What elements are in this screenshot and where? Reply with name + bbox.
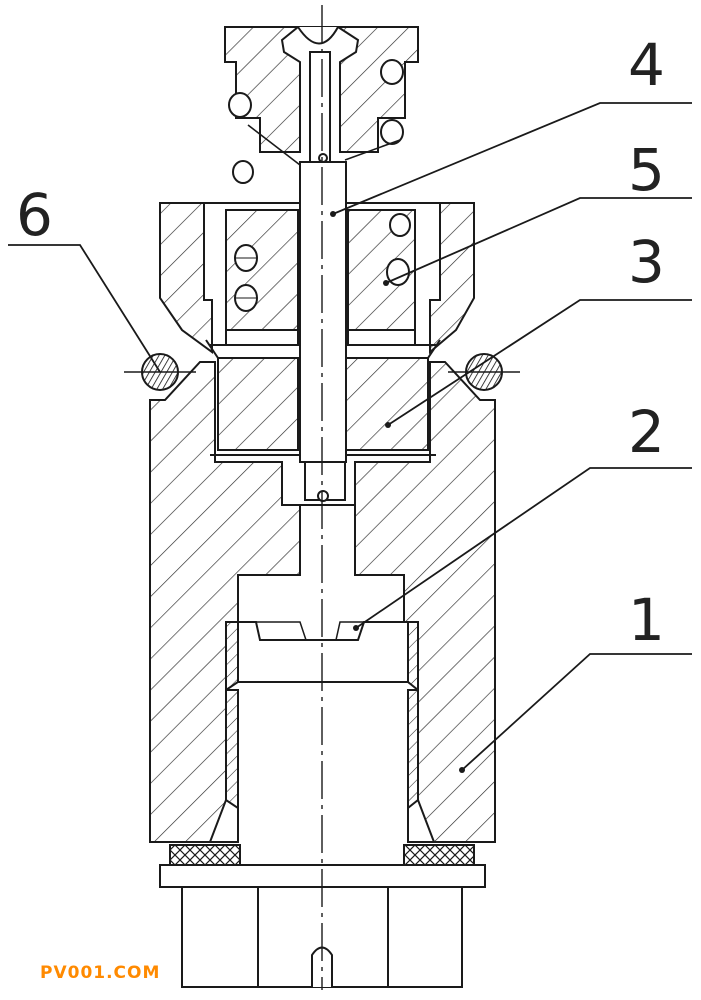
central-stem: [299, 51, 347, 502]
inner-chamber: [208, 621, 436, 843]
callout-5: 5: [628, 136, 665, 204]
stopper-block: [205, 339, 441, 456]
leader-3: [387, 299, 692, 426]
callout-4: 4: [628, 31, 665, 99]
housing-body: [149, 361, 496, 843]
leader-5: [385, 197, 692, 284]
leader-4: [332, 102, 692, 215]
spring-seat: [225, 209, 416, 346]
watermark: PV001.COM: [40, 963, 160, 983]
o-ring-seals: [124, 353, 520, 391]
callout-1: 1: [628, 586, 665, 654]
callout-6: 6: [16, 181, 53, 249]
callout-2: 2: [628, 398, 665, 466]
leader-2: [355, 467, 692, 629]
top-knob: [224, 26, 419, 184]
leader-lines: [8, 102, 692, 771]
leader-6: [8, 244, 161, 373]
leader-1: [461, 653, 692, 771]
callout-3: 3: [628, 228, 665, 296]
leader-dots: [330, 211, 465, 773]
piston: [237, 504, 405, 641]
